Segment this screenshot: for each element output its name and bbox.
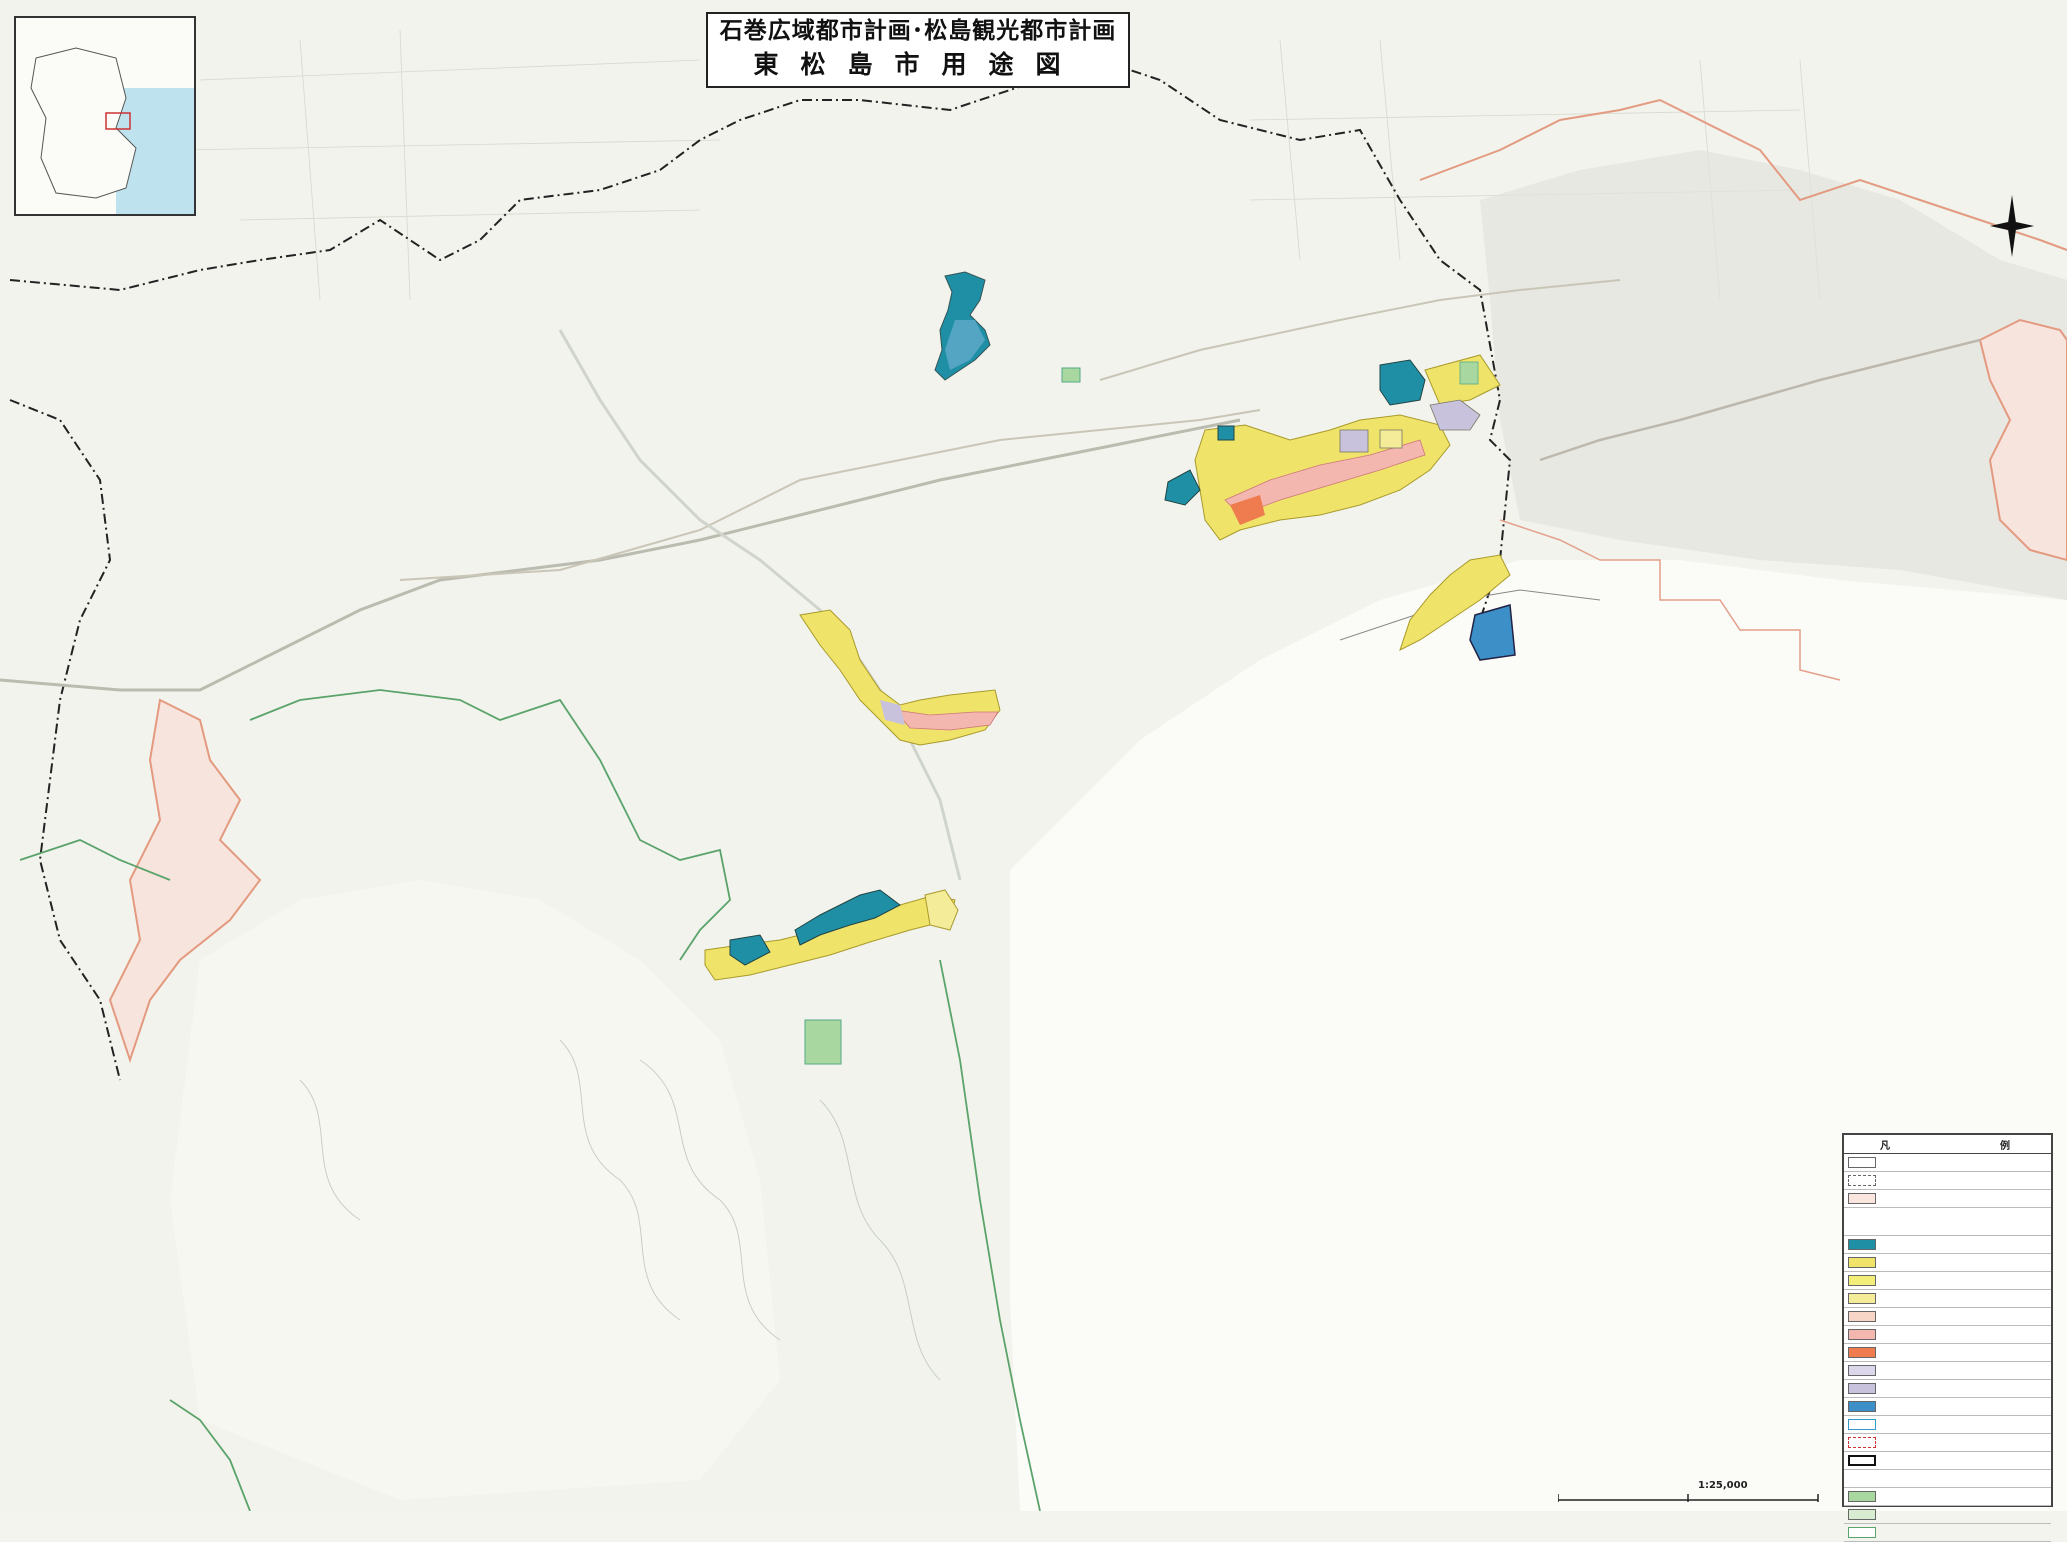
legend-swatch <box>1848 1347 1876 1358</box>
legend-swatch <box>1848 1401 1876 1412</box>
legend-row <box>1844 1172 2051 1190</box>
legend-row <box>1844 1416 2051 1434</box>
locator-inset-map <box>14 16 196 216</box>
map-title-line2: 東松島市用途図 <box>753 50 1083 79</box>
map-title-box: 石巻広域都市計画･松島観光都市計画 東松島市用途図 <box>706 12 1130 88</box>
legend-swatch <box>1848 1239 1876 1250</box>
legend-row <box>1844 1488 2051 1506</box>
legend-row <box>1844 1506 2051 1524</box>
legend-swatch <box>1848 1491 1876 1502</box>
legend-row <box>1844 1452 2051 1470</box>
legend-swatch <box>1848 1527 1876 1538</box>
legend-row <box>1844 1272 2051 1290</box>
legend-row <box>1844 1380 2051 1398</box>
legend-row <box>1844 1470 2051 1488</box>
legend-swatch <box>1848 1473 1876 1484</box>
legend-swatch <box>1848 1193 1876 1204</box>
locator-inset-graphic <box>30 47 194 214</box>
legend-row <box>1844 1524 2051 1542</box>
legend-row <box>1844 1398 2051 1416</box>
legend-row <box>1844 1154 2051 1172</box>
legend-row <box>1844 1190 2051 1208</box>
legend-heading: 凡 例 <box>1844 1135 2051 1154</box>
scale-bar <box>1558 1494 1819 1502</box>
legend-heading-b: 例 <box>2000 1140 2010 1152</box>
legend-swatch <box>1848 1455 1876 1466</box>
legend-swatch <box>1848 1365 1876 1376</box>
legend-row <box>1844 1326 2051 1344</box>
legend-row <box>1844 1208 2051 1236</box>
map-title-line1: 石巻広域都市計画･松島観光都市計画 <box>719 17 1117 44</box>
legend-swatch <box>1848 1216 1876 1227</box>
legend-row <box>1844 1362 2051 1380</box>
scale-label: 1:25,000 <box>1698 1480 1748 1491</box>
north-arrow-icon <box>1990 195 2034 257</box>
legend-heading-a: 凡 <box>1880 1140 1890 1152</box>
legend-row <box>1844 1290 2051 1308</box>
legend-row <box>1844 1344 2051 1362</box>
legend-swatch <box>1848 1383 1876 1394</box>
legend-swatch <box>1848 1311 1876 1322</box>
map-legend: 凡 例 <box>1842 1133 2053 1542</box>
legend-swatch <box>1848 1293 1876 1304</box>
legend-swatch <box>1848 1157 1876 1168</box>
legend-swatch <box>1848 1437 1876 1448</box>
legend-row <box>1844 1308 2051 1326</box>
legend-row <box>1844 1434 2051 1452</box>
legend-swatch <box>1848 1257 1876 1268</box>
base-map <box>0 29 2067 1511</box>
legend-swatch <box>1848 1419 1876 1430</box>
legend-row <box>1844 1254 2051 1272</box>
legend-swatch <box>1848 1275 1876 1286</box>
legend-swatch <box>1848 1329 1876 1340</box>
legend-row <box>1844 1236 2051 1254</box>
legend-swatch <box>1848 1175 1876 1186</box>
